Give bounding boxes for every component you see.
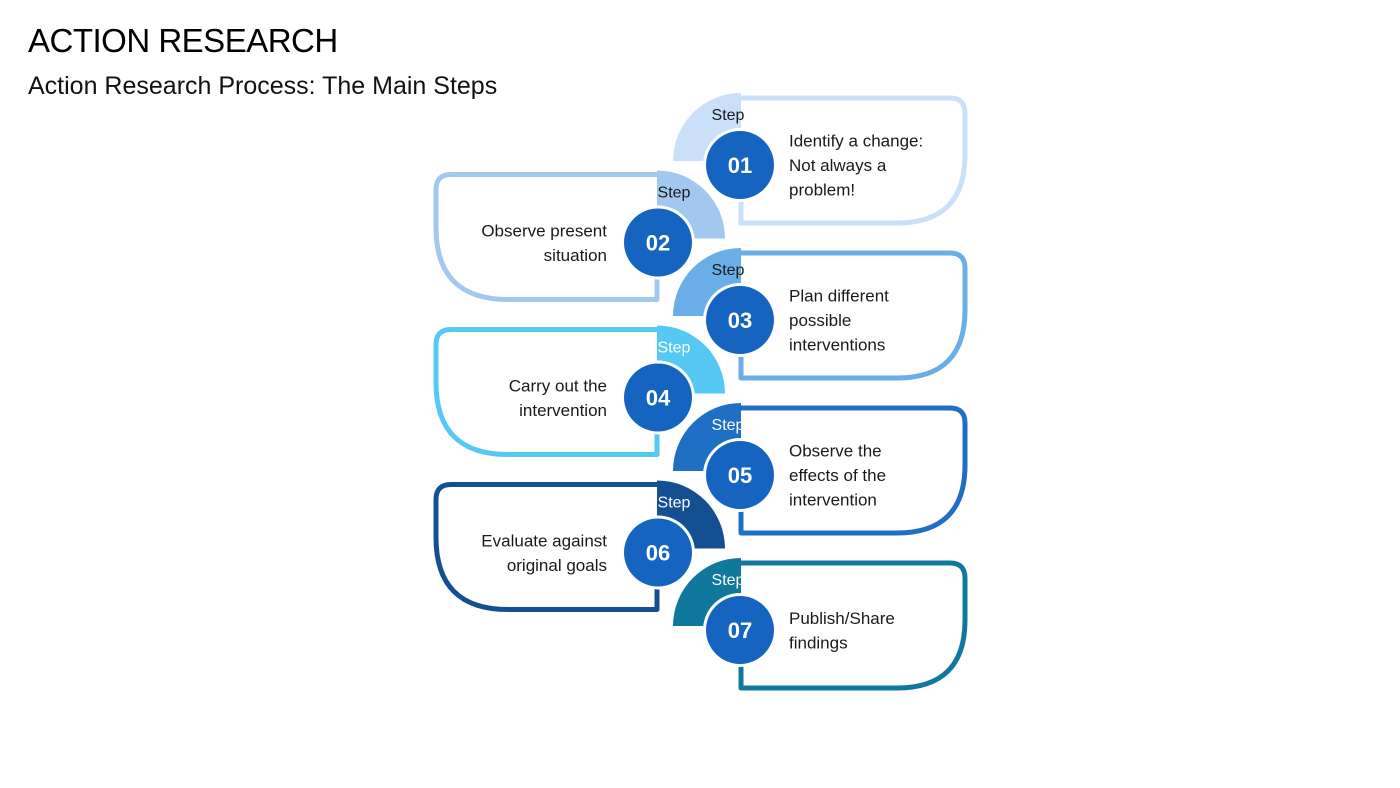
step-card-outline — [738, 405, 968, 536]
step-description-line: Observe present — [481, 221, 607, 240]
step-03: Step 03 Plan different possible intervention… — [673, 248, 968, 381]
step-description-line: problem! — [789, 181, 855, 200]
step-label: Step — [712, 107, 745, 124]
step-card-outline — [433, 482, 660, 612]
step-04: Step 04 Carry out the intervention — [433, 325, 725, 457]
step-label: Step — [658, 495, 691, 512]
step-card-outline — [738, 95, 968, 226]
step-description-line: possible — [789, 311, 851, 330]
step-description-line: Publish/Share — [789, 609, 895, 628]
step-02: Step 02 Observe present situation — [433, 170, 725, 302]
step-circle — [706, 441, 774, 509]
step-number: 02 — [646, 231, 670, 256]
step-label: Step — [712, 572, 745, 589]
step-description-line: Carry out the — [509, 376, 607, 395]
step-circle — [706, 286, 774, 354]
step-card-outline — [738, 560, 968, 691]
step-label: Step — [658, 185, 691, 202]
step-description-line: situation — [544, 246, 607, 265]
step-description-line: intervention — [519, 401, 607, 420]
step-circle — [706, 596, 774, 664]
page-subtitle: Action Research Process: The Main Steps — [28, 72, 498, 100]
step-number: 03 — [728, 308, 752, 333]
step-circle — [706, 131, 774, 199]
step-description-line: interventions — [789, 336, 885, 355]
step-07: Step 07 Publish/Share findings — [673, 558, 968, 691]
step-label: Step — [712, 262, 745, 279]
step-circle — [624, 363, 692, 432]
step-circle — [624, 208, 692, 277]
step-number: 05 — [728, 463, 752, 488]
step-06: Step 06 Evaluate against original goals — [433, 480, 725, 612]
step-description-line: Observe the — [789, 442, 882, 461]
step-number: 01 — [728, 153, 752, 178]
step-description-line: Not always a — [789, 156, 887, 175]
page-title: ACTION RESEARCH — [28, 22, 338, 59]
step-label: Step — [712, 417, 745, 434]
step-05: Step 05 Observe the effects of the intervent… — [673, 403, 968, 536]
step-number: 06 — [646, 541, 670, 566]
step-number: 04 — [646, 386, 671, 411]
step-card-outline — [738, 250, 968, 381]
step-circle — [624, 518, 692, 587]
step-description-line: effects of the — [789, 466, 886, 485]
step-description-line: original goals — [507, 556, 607, 575]
step-card-outline — [433, 327, 660, 457]
step-description-line: intervention — [789, 491, 877, 510]
step-card-outline — [433, 172, 660, 302]
step-description-line: Identify a change: — [789, 132, 923, 151]
step-number: 07 — [728, 618, 752, 643]
step-description-line: Plan different — [789, 287, 889, 306]
step-description-line: Evaluate against — [481, 531, 607, 550]
step-description-line: findings — [789, 633, 848, 652]
step-01: Step 01 Identify a change: Not always a prob… — [673, 93, 968, 226]
step-label: Step — [658, 340, 691, 357]
